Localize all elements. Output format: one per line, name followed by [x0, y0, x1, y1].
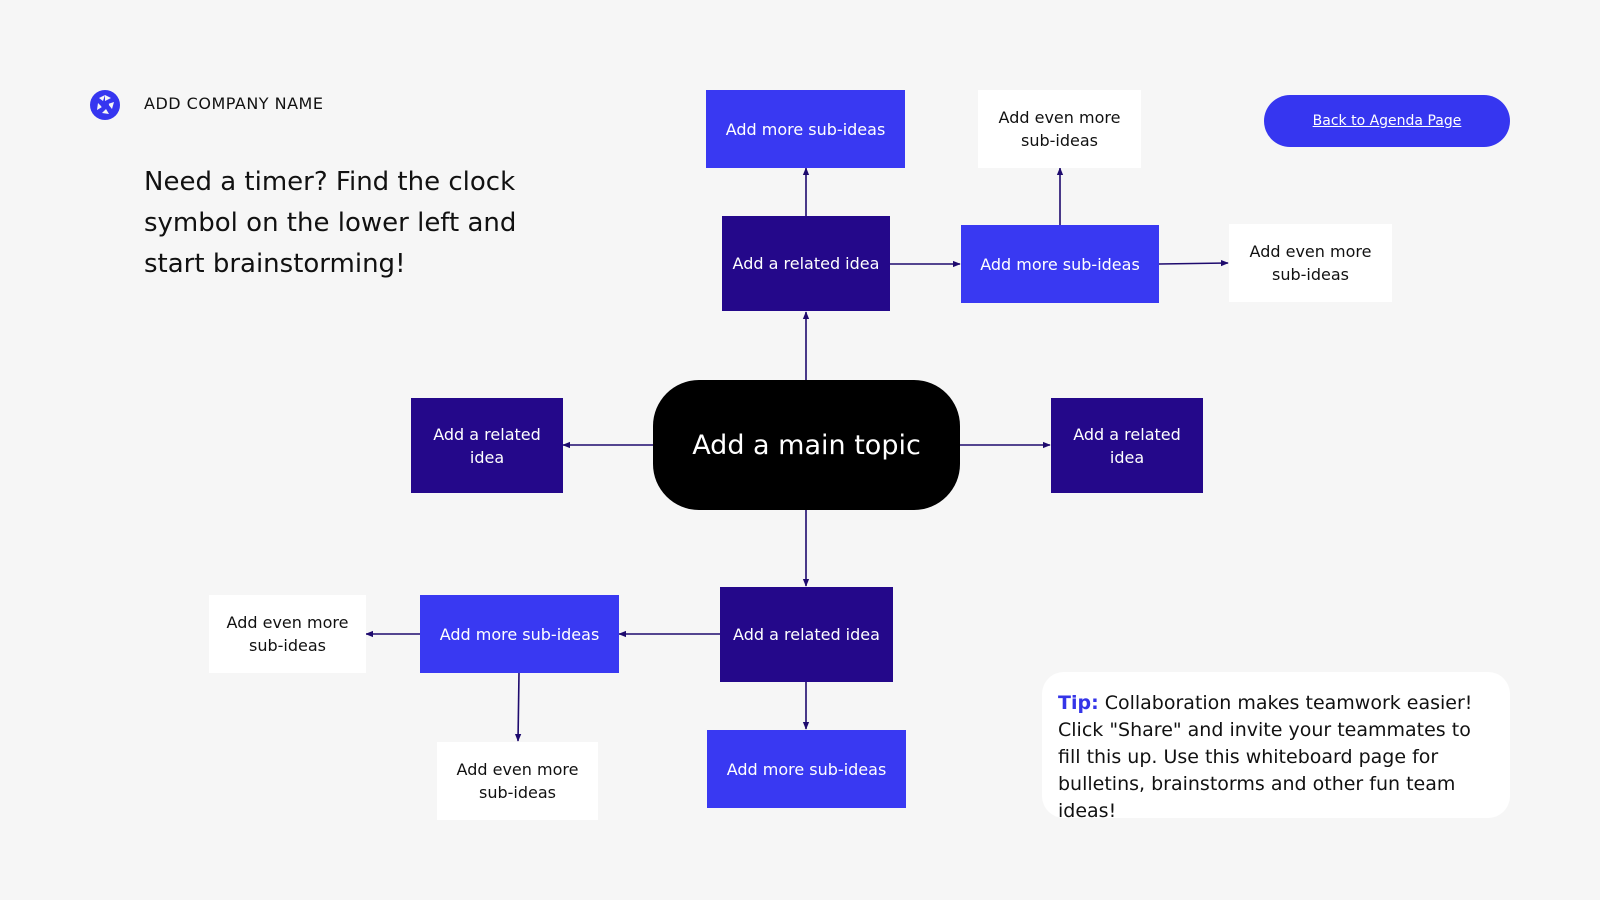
arrow-sub-left-to-even-below	[514, 672, 522, 742]
related-idea-left[interactable]: Add a related idea	[411, 398, 563, 493]
tip-note: Tip: Collaboration makes teamwork easier…	[1042, 672, 1510, 822]
sub-ideas-bottom-left[interactable]: Add more sub-ideas	[420, 595, 619, 673]
sub-ideas-top-right[interactable]: Add more sub-ideas	[961, 225, 1159, 303]
back-to-agenda-button[interactable]: Back to Agenda Page	[1264, 95, 1510, 147]
arrow-sub-right-to-even-right	[1158, 259, 1229, 267]
main-topic-node[interactable]: Add a main topic	[653, 380, 960, 510]
related-idea-top[interactable]: Add a related idea	[722, 216, 890, 311]
related-idea-bottom[interactable]: Add a related idea	[720, 587, 893, 682]
intro-text: Need a timer? Find the clock symbol on t…	[144, 167, 517, 279]
even-more-sub-ideas-bottom-below[interactable]: Add even more sub-ideas	[437, 742, 598, 820]
related-idea-right[interactable]: Add a related idea	[1051, 398, 1203, 493]
tip-text: Collaboration makes teamwork easier! Cli…	[1058, 692, 1473, 822]
company-name: ADD COMPANY NAME	[144, 94, 324, 113]
sub-ideas-bottom-below[interactable]: Add more sub-ideas	[707, 730, 906, 808]
even-more-sub-ideas-top-right[interactable]: Add even more sub-ideas	[1229, 224, 1392, 302]
sub-ideas-top-above[interactable]: Add more sub-ideas	[706, 90, 905, 168]
even-more-sub-ideas-top-above[interactable]: Add even more sub-ideas	[978, 90, 1141, 168]
aperture-logo-icon	[90, 90, 120, 120]
tip-label: Tip:	[1058, 692, 1099, 714]
even-more-sub-ideas-bottom-left[interactable]: Add even more sub-ideas	[209, 595, 366, 673]
